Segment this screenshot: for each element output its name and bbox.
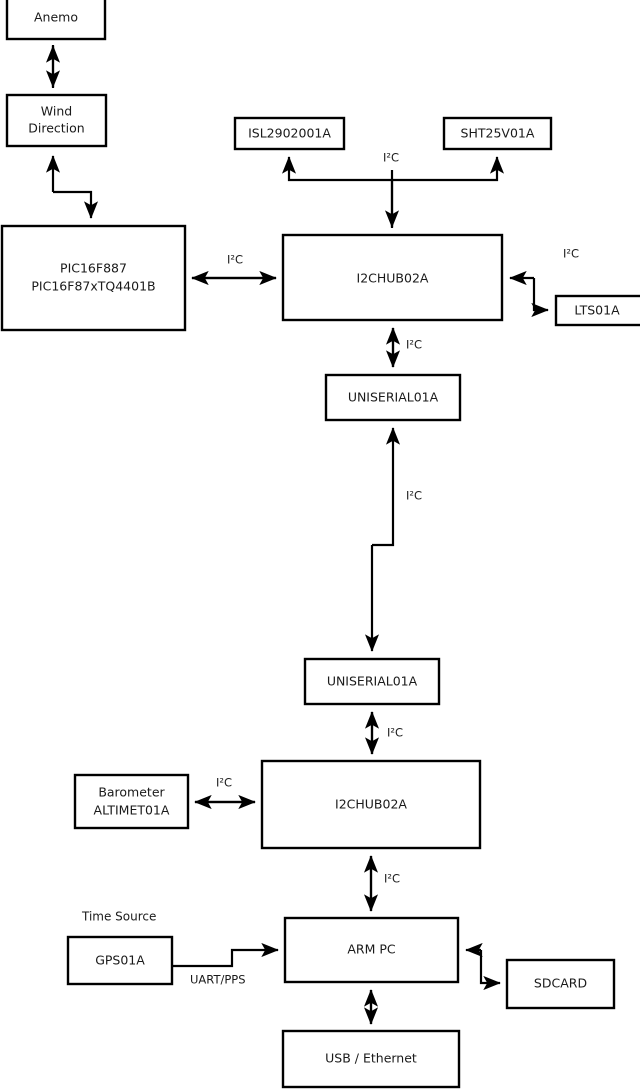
node-usb-ethernet[interactable]: USB / Ethernet xyxy=(281,1029,461,1089)
node-gps01a[interactable]: GPS01A xyxy=(66,935,174,986)
free-labels-group: Time Source xyxy=(81,910,156,924)
node-wind-direction[interactable]: Wind Direction xyxy=(5,93,108,148)
node-label-pic-line1: PIC16F887 xyxy=(60,261,127,276)
node-label-anemo: Anemo xyxy=(34,10,78,25)
edge-hub-sensors-trunk xyxy=(281,156,394,228)
edge-label-i2c-uniserial-link: I²C xyxy=(406,489,422,503)
node-anemo[interactable]: Anemo xyxy=(5,0,107,41)
node-label-baro-line2: ALTIMET01A xyxy=(94,803,170,818)
node-sdcard[interactable]: SDCARD xyxy=(505,958,616,1010)
node-label-sht: SHT25V01A xyxy=(461,126,535,141)
edge-label-i2c-hub-lts: I²C xyxy=(563,247,579,261)
edge-hub-sht-branch xyxy=(392,156,505,182)
node-uniserial01a-top[interactable]: UNISERIAL01A xyxy=(324,373,462,422)
node-label-sdcard: SDCARD xyxy=(534,976,587,991)
edge-uniserial-link-up xyxy=(372,427,401,547)
node-label-hub-bottom: I2CHUB02A xyxy=(335,797,407,812)
node-barometer[interactable]: Barometer ALTIMET01A xyxy=(73,773,190,830)
node-label-wind-line1: Wind xyxy=(41,104,72,119)
edge-labels-group: I²C I²C I²C I²C I²C I²C I²C I²C UART/PPS xyxy=(190,151,579,987)
edge-label-i2c-hub-uniserial: I²C xyxy=(406,338,422,352)
node-label-baro-line1: Barometer xyxy=(98,785,165,800)
edge-label-i2c-uniserial-hub2: I²C xyxy=(387,726,403,740)
node-isl2902001a[interactable]: ISL2902001A xyxy=(233,116,346,151)
edge-label-i2c-sensors: I²C xyxy=(383,151,399,165)
edges-group xyxy=(45,45,549,1025)
node-sht25v01a[interactable]: SHT25V01A xyxy=(442,116,553,151)
edge-label-i2c-pic-hub: I²C xyxy=(227,253,243,267)
node-label-armpc: ARM PC xyxy=(347,942,396,957)
node-label-isl: ISL2902001A xyxy=(248,126,331,141)
node-label-hub-top: I2CHUB02A xyxy=(357,271,429,286)
edge-label-uart-pps: UART/PPS xyxy=(190,973,246,987)
edge-pic-wind-elbow xyxy=(53,190,99,219)
node-label-wind-line2: Direction xyxy=(28,121,84,136)
node-arm-pc[interactable]: ARM PC xyxy=(283,916,460,984)
node-uniserial01a-bottom[interactable]: UNISERIAL01A xyxy=(303,657,441,706)
edge-label-i2c-baro-hub2: I²C xyxy=(216,776,232,790)
node-label-pic-line2: PIC16F87xTQ4401B xyxy=(31,279,155,294)
node-label-uniserial-top: UNISERIAL01A xyxy=(348,390,439,405)
node-lts01a[interactable]: LTS01A xyxy=(554,294,640,327)
node-pic-mcu[interactable]: PIC16F887 PIC16F87xTQ4401B xyxy=(0,224,187,332)
node-label-uniserial-bottom: UNISERIAL01A xyxy=(327,674,418,689)
edge-armpc-sdcard-out xyxy=(479,950,501,991)
node-i2chub02a-bottom[interactable]: I2CHUB02A xyxy=(260,759,482,850)
node-label-gps: GPS01A xyxy=(95,953,145,968)
node-label-usb-ethernet: USB / Ethernet xyxy=(325,1051,417,1066)
edge-label-i2c-hub2-armpc: I²C xyxy=(384,872,400,886)
free-label-time-source: Time Source xyxy=(81,910,156,924)
edge-gps-armpc xyxy=(172,942,279,968)
edge-hub-lts-in xyxy=(531,278,549,318)
node-i2chub02a-top[interactable]: I2CHUB02A xyxy=(281,233,504,322)
node-label-lts: LTS01A xyxy=(574,303,620,318)
